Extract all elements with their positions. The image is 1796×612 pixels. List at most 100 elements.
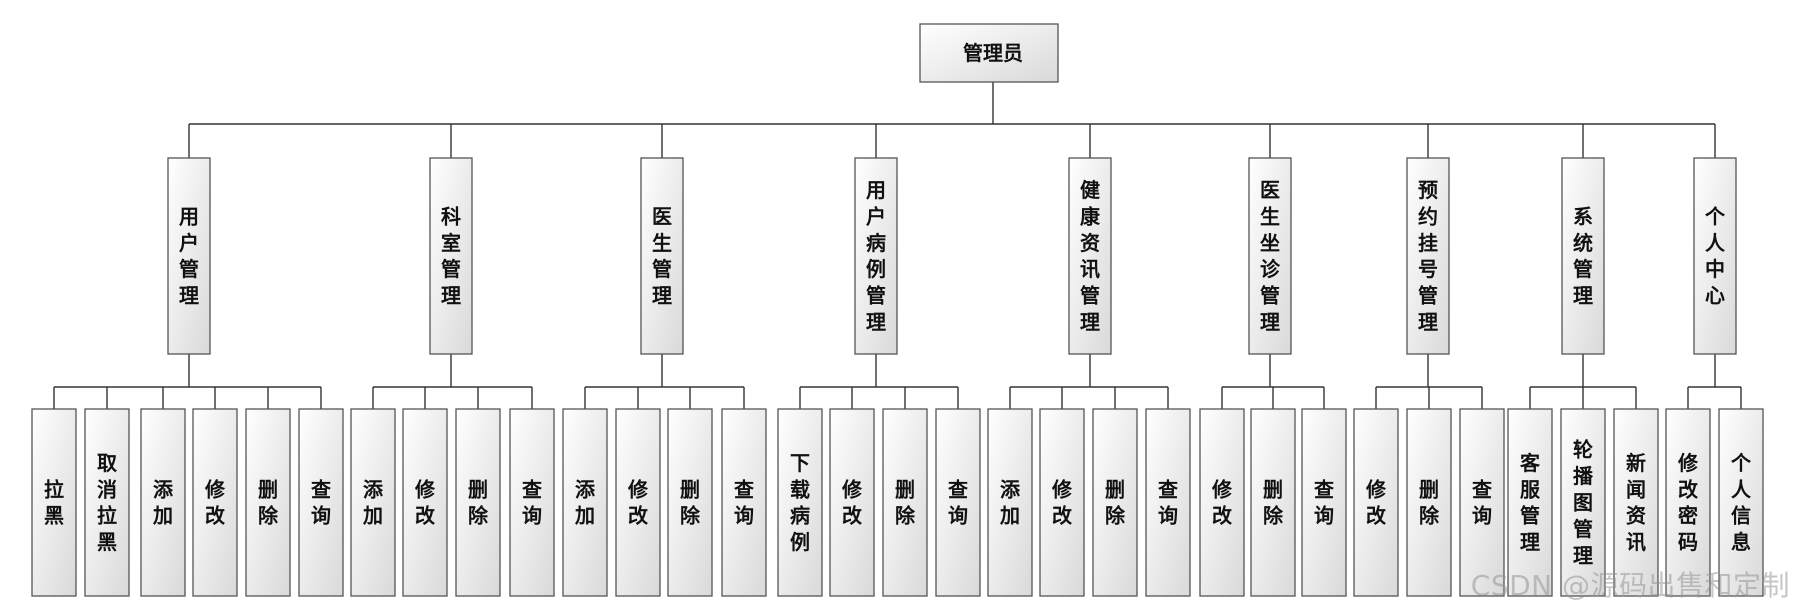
leaf-node-8-2: 轮播图管理 [1560, 408, 1606, 597]
leaf-node-9-2-box [1718, 408, 1764, 597]
leaf-label: 查询 [1314, 477, 1334, 527]
leaf-node-5-1-box [987, 408, 1033, 597]
category-node-9-box [1693, 157, 1737, 355]
category-node-1-box [167, 157, 211, 355]
root-node-admin-box [919, 23, 1059, 83]
category-node-8-box [1561, 157, 1605, 355]
category-label: 医生管理 [652, 204, 672, 307]
leaf-node-4-3: 删除 [882, 408, 928, 597]
watermark: CSDN @源码出售和定制 [1470, 569, 1790, 602]
leaf-node-9-1-box [1665, 408, 1711, 597]
category-node-7: 预约挂号管理 [1406, 157, 1450, 355]
root-node-admin: 管理员 [919, 23, 1059, 83]
root-node-label: 管理员 [963, 41, 1023, 65]
leaf-node-1-2-box [84, 408, 130, 597]
category-node-9: 个人中心 [1693, 157, 1737, 355]
category-label: 预约挂号管理 [1418, 178, 1438, 334]
category-node-3-box [640, 157, 684, 355]
category-node-6: 医生坐诊管理 [1248, 157, 1292, 355]
leaf-node-9-2: 个人信息 [1718, 408, 1764, 597]
leaf-node-4-3-box [882, 408, 928, 597]
leaf-label: 下载病例 [790, 451, 810, 554]
leaf-label: 新闻资讯 [1626, 451, 1646, 554]
leaf-node-5-1: 添加 [987, 408, 1033, 597]
leaf-node-8-3-box [1613, 408, 1659, 597]
leaf-node-3-4: 查询 [721, 408, 767, 597]
leaf-label: 查询 [522, 477, 542, 527]
category-node-4: 用户病例管理 [854, 157, 898, 355]
category-node-1: 用户管理 [167, 157, 211, 355]
leaf-node-6-1-box [1199, 408, 1245, 597]
leaf-node-7-2: 删除 [1406, 408, 1452, 597]
category-node-5-box [1068, 157, 1112, 355]
leaf-node-3-4-box [721, 408, 767, 597]
leaf-node-1-4-box [192, 408, 238, 597]
category-node-3: 医生管理 [640, 157, 684, 355]
leaf-node-7-1: 修改 [1353, 408, 1399, 597]
leaf-node-1-5: 删除 [245, 408, 291, 597]
category-node-5: 健康资讯管理 [1068, 157, 1112, 355]
leaf-node-1-1: 拉黑 [31, 408, 77, 597]
leaf-node-5-3-box [1092, 408, 1138, 597]
leaf-label: 添加 [999, 477, 1021, 527]
leaf-node-1-6: 查询 [298, 408, 344, 597]
leaf-label: 修改 [204, 477, 226, 527]
category-node-4-box [854, 157, 898, 355]
leaf-label: 查询 [1472, 477, 1492, 527]
leaf-label: 查询 [311, 477, 331, 527]
leaf-label: 删除 [1419, 477, 1440, 527]
leaf-node-6-3-box [1301, 408, 1347, 597]
leaf-label: 删除 [680, 477, 701, 527]
leaf-label: 删除 [895, 477, 916, 527]
leaf-node-8-1-box [1507, 408, 1553, 597]
leaf-label: 删除 [1105, 477, 1126, 527]
leaf-node-2-1-box [350, 408, 396, 597]
leaf-label: 删除 [258, 477, 279, 527]
category-label: 个人中心 [1704, 204, 1726, 307]
leaf-node-8-2-box [1560, 408, 1606, 597]
leaf-node-3-1-box [562, 408, 608, 597]
leaf-node-7-1-box [1353, 408, 1399, 597]
category-label: 用户管理 [179, 204, 199, 307]
leaf-node-6-1: 修改 [1199, 408, 1245, 597]
leaf-label: 修改 [627, 477, 649, 527]
category-node-6-box [1248, 157, 1292, 355]
leaf-node-6-2-box [1250, 408, 1296, 597]
leaf-node-2-2: 修改 [402, 408, 448, 597]
leaf-node-2-3-box [455, 408, 501, 597]
leaf-node-6-3: 查询 [1301, 408, 1347, 597]
leaf-node-1-5-box [245, 408, 291, 597]
leaf-node-1-6-box [298, 408, 344, 597]
leaf-label: 修改 [841, 477, 863, 527]
category-label: 科室管理 [441, 204, 461, 307]
leaf-node-3-3-box [667, 408, 713, 597]
leaf-node-2-4: 查询 [509, 408, 555, 597]
category-label: 健康资讯管理 [1080, 178, 1101, 334]
leaf-node-5-2: 修改 [1039, 408, 1085, 597]
leaf-label: 删除 [1263, 477, 1284, 527]
category-label: 系统管理 [1573, 204, 1593, 307]
leaf-node-1-3: 添加 [140, 408, 186, 597]
leaf-node-1-4: 修改 [192, 408, 238, 597]
leaf-node-7-2-box [1406, 408, 1452, 597]
leaf-node-6-2: 删除 [1250, 408, 1296, 597]
category-node-8: 系统管理 [1561, 157, 1605, 355]
leaf-node-9-1: 修改密码 [1665, 408, 1711, 597]
leaf-node-8-1: 客服管理 [1507, 408, 1553, 597]
leaf-label: 取消拉黑 [97, 451, 117, 554]
leaf-node-4-1: 下载病例 [777, 408, 823, 597]
leaf-node-7-3-box [1459, 408, 1505, 597]
leaf-label: 查询 [948, 477, 968, 527]
leaf-label: 客服管理 [1519, 451, 1541, 554]
leaf-label: 查询 [1158, 477, 1178, 527]
leaf-node-2-3: 删除 [455, 408, 501, 597]
leaf-label: 查询 [734, 477, 754, 527]
leaf-node-1-1-box [31, 408, 77, 597]
leaf-node-4-1-box [777, 408, 823, 597]
leaf-node-2-4-box [509, 408, 555, 597]
leaf-label: 修改 [1211, 477, 1233, 527]
leaf-label: 添加 [362, 477, 384, 527]
leaf-node-5-4: 查询 [1145, 408, 1191, 597]
leaf-node-3-1: 添加 [562, 408, 608, 597]
